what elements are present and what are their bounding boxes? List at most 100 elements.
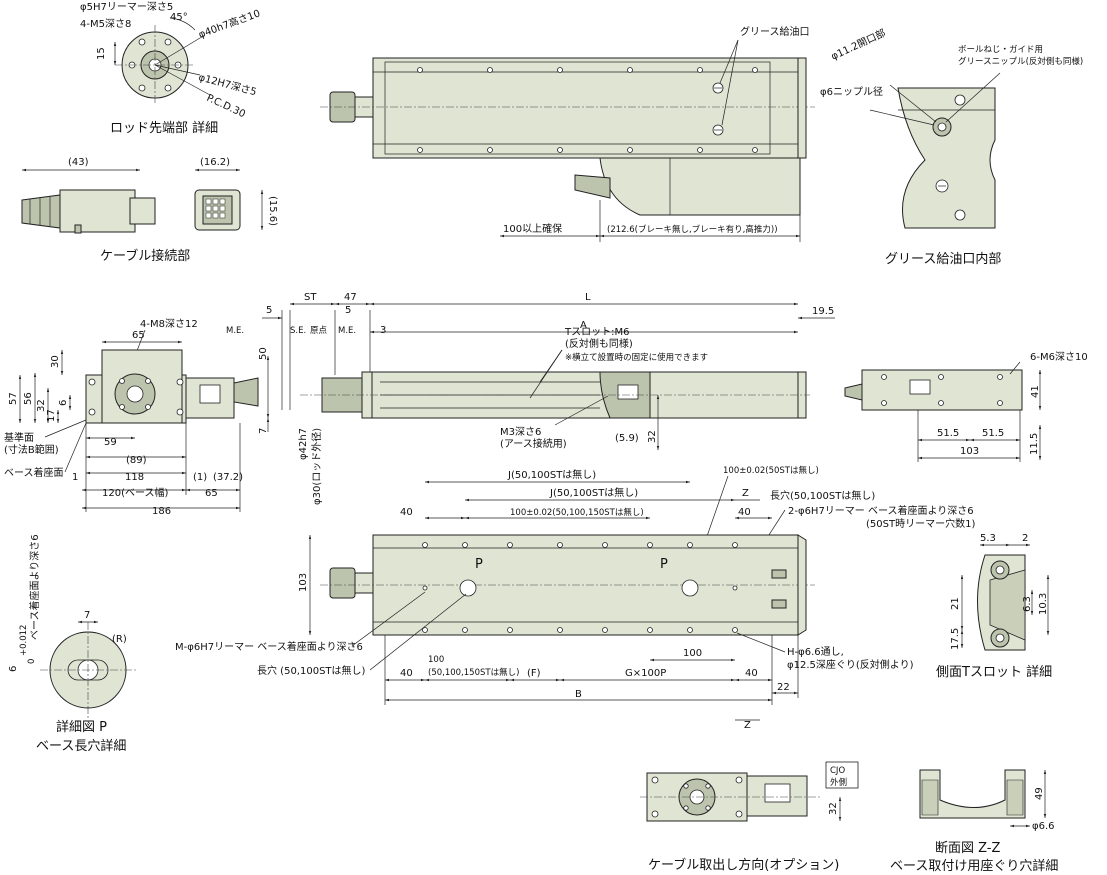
tslot-63-label: 6.3: [1022, 596, 1033, 612]
side-3-label: 3: [380, 325, 386, 336]
front-89-label: (89): [126, 455, 147, 466]
top-100-label: 100以上確保: [503, 222, 562, 235]
front-m8-label: 4-M8深さ12: [140, 318, 198, 330]
side-note-label: ※横立て設置時の固定に使用できます: [565, 352, 708, 363]
side-32-label: 32: [647, 430, 658, 443]
grease-phi11-label: φ11.2開口部: [829, 26, 888, 63]
right-515a-label: 51.5: [937, 428, 959, 439]
side-7-label: 7: [258, 428, 269, 434]
section-phi66-label: φ6.6: [1032, 821, 1055, 832]
bottom-100tol-label: 100±0.02(50STは無し): [723, 465, 819, 476]
side-me1-label: M.E.: [226, 326, 244, 336]
caption-grease-inner: グリース給油口内部: [885, 251, 1001, 267]
side-47-label: 47: [344, 292, 357, 303]
caption-rod-tip: ロッド先端部 詳細: [110, 120, 218, 136]
cabledir-32-label: 32: [828, 802, 839, 815]
side-5a-label: 5: [266, 305, 272, 316]
cabledir-cjo1-label: CJO: [830, 766, 845, 776]
tslot-2-label: 2: [1022, 533, 1028, 544]
detailp-depth-label: ベース着座面より深さ6: [28, 534, 41, 640]
bottom-reamer1-label: 2-φ6H7リーマー ベース着座面より深さ6: [788, 504, 974, 517]
cable-direction-option: CJO 外側 32 ケーブル取出し方向(オプション): [640, 761, 859, 873]
caption-detail-p-2: ベース長穴詳細: [36, 738, 126, 754]
bottom-F-label: (F): [527, 668, 541, 679]
front-37-label: (37.2): [213, 472, 243, 483]
bottom-H1-label: H-φ6.6通し,: [787, 646, 844, 658]
bottom-view: J(50,100STは無し) J(50,100STは無し) 40 100±0.0…: [175, 465, 975, 731]
detail-p: 7 (R) 6 +0.012 0 ベース着座面より深さ6 詳細図 P ベース長穴…: [8, 534, 136, 754]
caption-section-zz-1: 断面図 Z-Z: [935, 841, 1001, 856]
side-m3a-label: M3深さ6: [500, 426, 541, 438]
bottom-B-label: B: [575, 689, 582, 700]
bottom-103-label: 103: [298, 573, 309, 592]
right-115-label: 11.5: [1029, 433, 1040, 455]
bottom-40a-label: 40: [400, 507, 413, 518]
detailp-R-label: (R): [112, 634, 127, 645]
bottom-J2-label: J(50,100STは無し): [549, 486, 638, 499]
front-118-label: 118: [125, 472, 144, 483]
cable-connection-detail: (43) (16.2) (15.6) ケーブル接続部: [21, 157, 278, 264]
bottom-100b-label: 100: [428, 655, 444, 665]
detailp-6-label: 6: [8, 666, 19, 672]
rod-m5-label: 4-M5深さ8: [80, 18, 131, 30]
caption-detail-p-1: 詳細図 P: [56, 719, 107, 735]
side-5b-label: 5: [345, 305, 351, 316]
side-st-label: ST: [304, 292, 317, 303]
side-50-label: 50: [258, 347, 269, 360]
side-me2-label: M.E.: [338, 326, 356, 336]
front-120-label: 120(ベース幅): [102, 486, 168, 499]
tslot-103-label: 10.3: [1038, 593, 1049, 615]
bottom-22-label: 22: [777, 682, 790, 693]
side-tslot2-label: (反対側も同様): [565, 337, 633, 350]
side-origin-label: 原点: [310, 326, 328, 336]
rod-phi5-label: φ5H7リーマー深さ5: [80, 1, 173, 13]
grease-phi6-label: φ6ニップル径: [820, 85, 883, 98]
side-m3b-label: (アース接続用): [500, 437, 567, 450]
side-59-label: (5.9): [615, 433, 639, 444]
caption-side-tslot: 側面Tスロット 詳細: [936, 664, 1052, 680]
tslot-21-label: 21: [950, 597, 961, 610]
front-ref2-label: (寸法B範囲): [4, 443, 59, 456]
detailp-tol0-label: 0: [27, 659, 37, 664]
bottom-reamer2-label: (50ST時リーマー穴数1): [866, 517, 975, 530]
bottom-Z-top-label: Z: [742, 488, 749, 499]
caption-section-zz-2: ベース取付け用座ぐり穴詳細: [890, 858, 1058, 874]
top-212-label: (212.6(ブレーキ無し,ブレーキ有り,高推力)): [607, 224, 778, 235]
section-49-label: 49: [1034, 787, 1045, 800]
side-19-label: 19.5: [812, 306, 834, 317]
front-1a-label: (1): [193, 472, 207, 483]
front-57-label: 57: [8, 392, 19, 405]
bottom-40d-label: 40: [745, 668, 758, 679]
rod-15-label: 15: [96, 47, 107, 60]
side-phi30-label: φ30(ロッド外径): [310, 428, 323, 505]
grease-inlet-inner: ボールねじ・ガイド用 グリースニップル(反対側も同様) φ11.2開口部 φ6ニ…: [820, 26, 1083, 267]
side-se-label: S.E.: [290, 326, 306, 336]
top-grease-label: グリース給油口: [740, 25, 810, 38]
rod-45deg-label: 45°: [170, 12, 188, 23]
side-L-label: L: [585, 292, 591, 303]
side-view: 5 ST 47 L 19.5 M.E. S.E. 原点 M.E. 5 3 A 5…: [226, 292, 835, 505]
top-view: グリース給油口 100以上確保 (212.6(ブレーキ無し,ブレーキ有り,高推力…: [320, 25, 815, 242]
bottom-G-label: G×100P: [625, 668, 666, 679]
front-1b-label: 1: [72, 472, 78, 483]
bottom-Z-bottom-label: Z: [744, 720, 751, 731]
front-seat-label: ベース着座面: [4, 466, 64, 479]
bottom-H2-label: φ12.5深座ぐり(反対側より): [787, 658, 914, 671]
grease-bolt2-label: グリースニップル(反対側も同様): [958, 56, 1083, 67]
front-17-label: 17: [46, 409, 57, 422]
rod-tip-detail: φ5H7リーマー深さ5 4-M5深さ8 45° 15 φ40h7高さ10 φ12…: [80, 1, 262, 136]
tslot-175-label: 17.5: [950, 628, 961, 650]
front-30-label: 30: [50, 355, 61, 368]
grease-bolt1-label: ボールねじ・ガイド用: [958, 44, 1043, 55]
front-ref1-label: 基準面: [4, 431, 34, 444]
right-515b-label: 51.5: [982, 428, 1004, 439]
right-41-label: 41: [1030, 385, 1041, 398]
bottom-Mphi-label: M-φ6H7リーマー ベース着座面より深さ6: [175, 640, 363, 653]
front-65a-label: 65: [132, 330, 145, 341]
side-tslot-detail: 5.3 2 21 17.5 6.3 10.3 側面Tスロット 詳細: [936, 533, 1052, 680]
front-65b-label: 65: [205, 488, 218, 499]
bottom-40c-label: 40: [400, 668, 413, 679]
front-59-label: 59: [104, 437, 117, 448]
rod-phi12-label: φ12H7深さ5: [197, 71, 258, 98]
